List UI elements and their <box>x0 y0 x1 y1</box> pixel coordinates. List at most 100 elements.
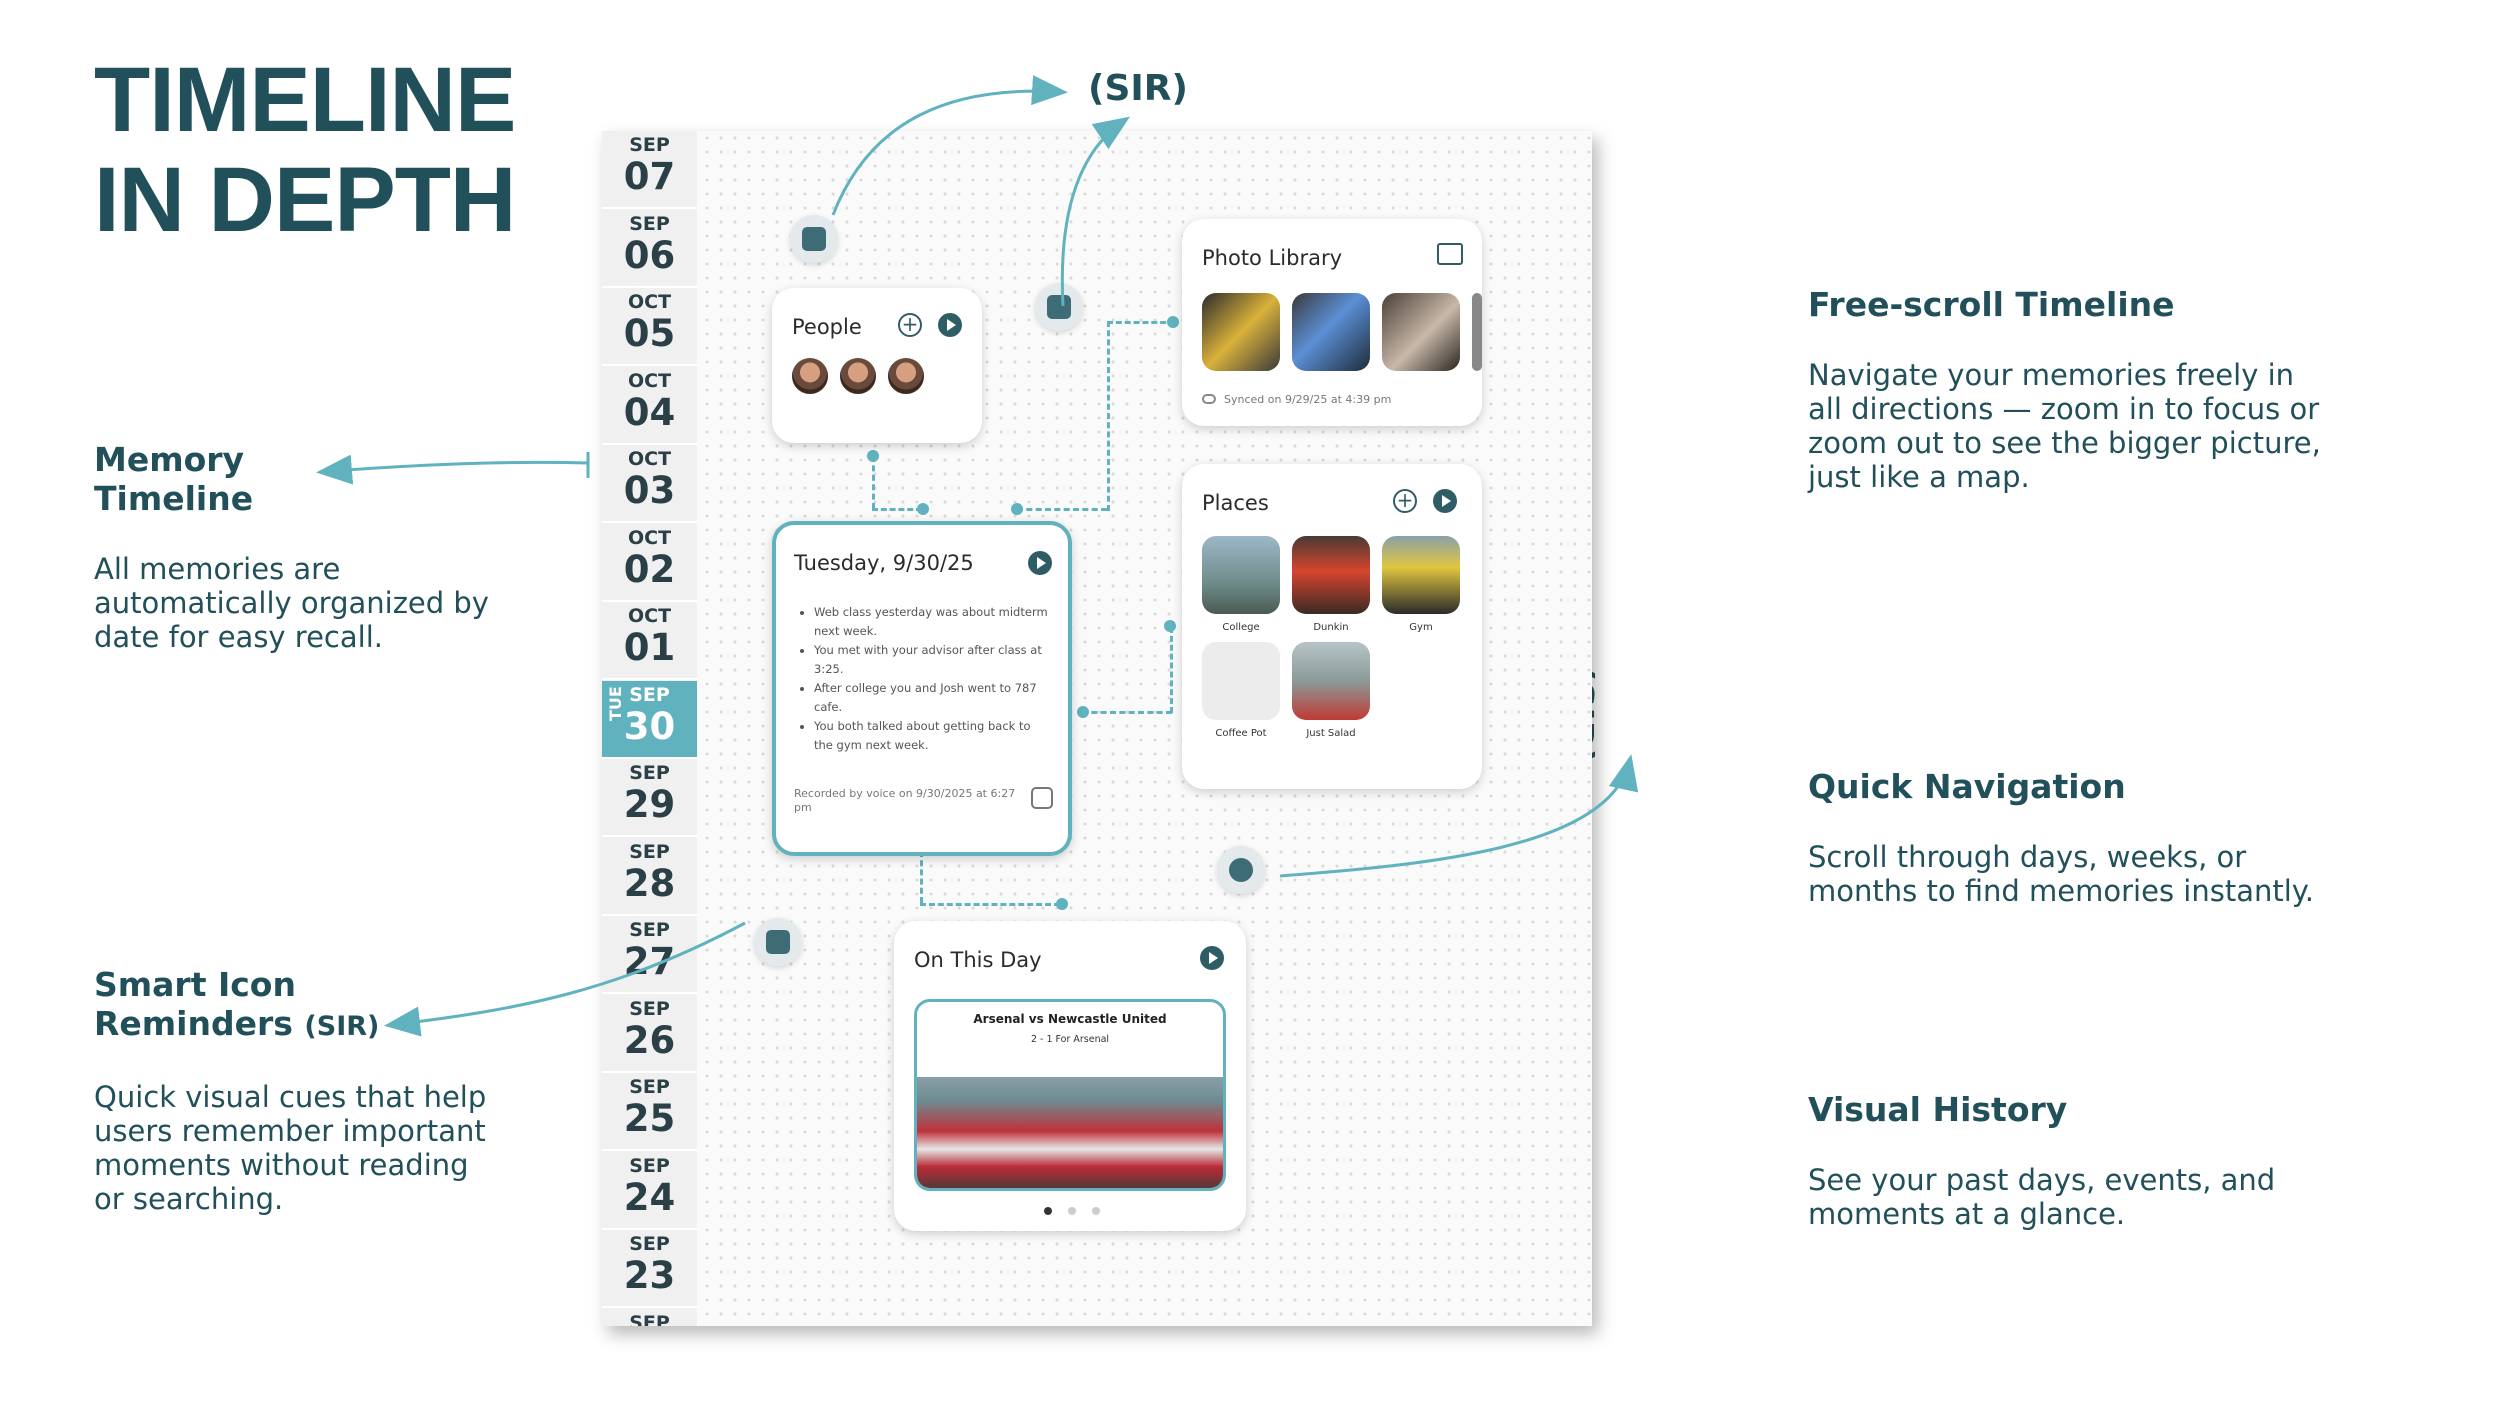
place-thumbnail[interactable] <box>1292 536 1370 614</box>
note-body-line: Navigate your memories freely in <box>1808 358 2295 392</box>
note-body-line: just like a map. <box>1808 460 2030 494</box>
note-body-line: See your past days, events, and <box>1808 1163 2276 1197</box>
memory-timeline-note: Memory Timeline All memories are automat… <box>94 440 489 654</box>
quick-navigation-note: Quick Navigation Scroll through days, we… <box>1808 767 2314 908</box>
place-thumbnail[interactable] <box>1202 536 1280 614</box>
calendar-icon[interactable] <box>790 215 838 263</box>
audio-icon[interactable] <box>1031 787 1053 809</box>
date-item[interactable]: SEP <box>602 1309 697 1327</box>
page-title: TIMELINE IN DEPTH <box>94 50 516 250</box>
day-summary-card[interactable]: Tuesday, 9/30/25 Web class yesterday was… <box>772 521 1072 856</box>
connector-line <box>920 851 923 903</box>
date-day: 24 <box>623 1175 676 1219</box>
carousel-dot[interactable] <box>1068 1207 1076 1215</box>
date-month: SEP <box>629 212 670 235</box>
connector-dot <box>1011 503 1023 515</box>
carousel-dot-active[interactable] <box>1044 1207 1052 1215</box>
note-body: Quick visual cues that help users rememb… <box>94 1080 486 1216</box>
date-month: SEP <box>629 1154 670 1177</box>
places-card[interactable]: Places + College Dunkin Gym Coffee Pot J… <box>1182 464 1482 789</box>
connector-dot <box>1056 898 1068 910</box>
match-score: 2 - 1 For Arsenal <box>1030 1034 1110 1045</box>
gallery-icon[interactable] <box>1437 243 1463 265</box>
date-month: SEP <box>629 1076 670 1098</box>
carousel-dot[interactable] <box>1092 1207 1100 1215</box>
date-month: OCT <box>627 448 672 470</box>
connector-dot <box>867 450 879 462</box>
note-heading-line: Reminders (SIR) <box>94 1004 486 1046</box>
receipt-icon[interactable] <box>754 918 802 966</box>
note-heading-line: Memory <box>94 440 245 479</box>
note-body: Navigate your memories freely in all dir… <box>1808 358 2321 494</box>
photo-thumbnail[interactable] <box>1292 293 1370 371</box>
note-body-line: months to find memories instantly. <box>1808 874 2315 908</box>
place-label: Gym <box>1409 622 1433 633</box>
visual-history-note: Visual History See your past days, event… <box>1808 1090 2275 1231</box>
pills-icon[interactable] <box>1217 846 1265 894</box>
note-body-line: users remember important <box>94 1114 486 1148</box>
stamp-icon[interactable] <box>1035 283 1083 331</box>
card-title: Places <box>1202 491 1269 515</box>
photo-thumbnail[interactable] <box>1202 293 1280 371</box>
connector-line <box>1082 711 1172 714</box>
note-heading: Memory Timeline <box>94 440 489 518</box>
place-thumbnail[interactable] <box>1382 536 1460 614</box>
photo-thumbnail[interactable] <box>1382 293 1460 371</box>
note-body-line: all directions — zoom in to focus or <box>1808 392 2320 426</box>
connector-line <box>920 903 1060 906</box>
date-day: 07 <box>623 155 676 198</box>
add-icon[interactable]: + <box>898 313 922 337</box>
date-month: SEP <box>629 919 670 941</box>
place-label: Coffee Pot <box>1215 728 1267 739</box>
play-icon[interactable] <box>938 313 962 337</box>
note-heading: Free-scroll Timeline <box>1808 285 2175 324</box>
avatar[interactable] <box>790 356 830 396</box>
play-icon[interactable] <box>1200 946 1224 970</box>
date-month: SEP <box>629 997 670 1020</box>
date-day: 28 <box>623 861 676 905</box>
avatar[interactable] <box>886 356 926 396</box>
match-memory[interactable]: Arsenal vs Newcastle United 2 - 1 For Ar… <box>914 999 1226 1191</box>
add-icon[interactable]: + <box>1393 489 1417 513</box>
note-body-line: Scroll through days, weeks, or <box>1808 840 2247 874</box>
list-item: After college you and Josh went to 787 c… <box>798 679 1053 717</box>
connector-dot <box>917 503 929 515</box>
photo-library-card[interactable]: Photo Library Synced on 9/29/25 at 4:39 … <box>1182 219 1482 426</box>
connector-line <box>1107 321 1175 324</box>
people-card[interactable]: People + <box>772 288 982 443</box>
date-day: 02 <box>623 547 676 591</box>
play-icon[interactable] <box>1028 551 1052 575</box>
date-day: 26 <box>623 1018 676 1062</box>
recorded-meta: Recorded by voice on 9/30/2025 at 6:27 p… <box>794 787 1016 814</box>
place-thumbnail[interactable] <box>1292 642 1370 720</box>
place-thumbnail[interactable] <box>1202 642 1280 720</box>
place-label: College <box>1222 622 1260 633</box>
avatar[interactable] <box>838 356 878 396</box>
note-heading: Quick Navigation <box>1808 767 2126 806</box>
play-icon[interactable] <box>1433 489 1457 513</box>
sir-tag: (SIR) <box>304 1011 380 1042</box>
card-title: People <box>792 315 862 339</box>
list-item: You met with your advisor after class at… <box>798 641 1053 679</box>
photo-thumbnail[interactable] <box>1472 293 1482 371</box>
note-body-line: zoom out to see the bigger picture, <box>1808 426 2321 460</box>
on-this-day-card[interactable]: On This Day Arsenal vs Newcastle United … <box>894 921 1246 1231</box>
date-day: 01 <box>623 626 676 669</box>
